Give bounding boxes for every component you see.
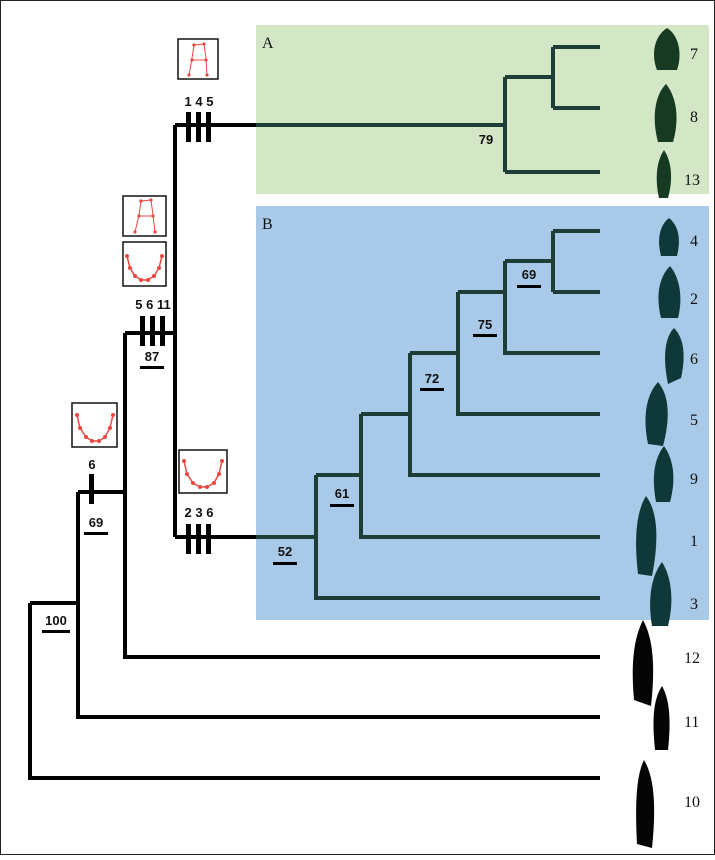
point-silhouette-11 bbox=[653, 686, 670, 750]
silhouettes bbox=[632, 28, 684, 848]
char-label-6: 6 bbox=[88, 457, 95, 472]
branch-9 bbox=[408, 353, 600, 477]
support-underline bbox=[140, 366, 164, 369]
hash-mark bbox=[140, 316, 145, 346]
support-100: 100 bbox=[45, 613, 67, 628]
taxon-label-7: 7 bbox=[690, 46, 698, 63]
support-underline bbox=[473, 334, 497, 337]
support-underline bbox=[330, 504, 354, 507]
branch-1 bbox=[359, 414, 600, 539]
inset-landmark-outline-1 bbox=[177, 38, 219, 80]
hash-mark bbox=[186, 112, 191, 142]
point-silhouette-3 bbox=[650, 562, 672, 626]
support-75: 75 bbox=[478, 317, 492, 332]
support-69-inner: 69 bbox=[522, 267, 536, 282]
taxon-label-6: 6 bbox=[690, 351, 698, 368]
char-label-236: 2 3 6 bbox=[185, 505, 214, 520]
taxon-label-9: 9 bbox=[690, 471, 698, 488]
taxon-label-11: 11 bbox=[684, 714, 699, 731]
point-silhouette-10 bbox=[636, 760, 655, 848]
branch-3 bbox=[314, 475, 600, 600]
point-silhouette-1 bbox=[636, 496, 657, 576]
support-79: 79 bbox=[479, 132, 493, 147]
taxon-label-4: 4 bbox=[690, 233, 698, 250]
point-silhouette-5 bbox=[645, 382, 668, 446]
character-hashes bbox=[89, 112, 211, 554]
point-silhouette-7 bbox=[654, 28, 680, 70]
support-52: 52 bbox=[278, 544, 292, 559]
taxon-label-5: 5 bbox=[690, 412, 698, 429]
taxon-label-13: 13 bbox=[684, 172, 700, 189]
branch-12 bbox=[123, 333, 600, 659]
support-61: 61 bbox=[335, 486, 349, 501]
inset-u-curve-plot-2 bbox=[71, 402, 118, 448]
hash-mark bbox=[206, 112, 211, 142]
point-silhouette-8 bbox=[654, 84, 677, 142]
clade-branches bbox=[256, 45, 600, 600]
support-69-outer: 69 bbox=[89, 515, 103, 530]
hash-mark bbox=[196, 112, 201, 142]
clade-a-label: A bbox=[262, 35, 274, 52]
support-underline bbox=[420, 388, 444, 391]
point-silhouette-6 bbox=[665, 328, 684, 384]
branch-10 bbox=[28, 603, 600, 780]
point-silhouette-2 bbox=[658, 266, 681, 318]
taxon-label-10: 10 bbox=[684, 794, 700, 811]
taxon-label-12: 12 bbox=[684, 650, 700, 667]
taxon-label-3: 3 bbox=[690, 596, 698, 613]
hash-mark bbox=[89, 474, 94, 504]
point-silhouette-4 bbox=[659, 218, 679, 256]
support-underline bbox=[84, 532, 108, 535]
taxon-label-1: 1 bbox=[690, 533, 698, 550]
support-underline bbox=[517, 285, 541, 288]
branch-11 bbox=[76, 492, 600, 719]
clade-b-label: B bbox=[262, 216, 273, 233]
hash-mark bbox=[206, 524, 211, 554]
support-72: 72 bbox=[425, 371, 439, 386]
inset-u-curve-plot-3 bbox=[178, 449, 228, 494]
support-87: 87 bbox=[145, 349, 159, 364]
point-silhouette-12 bbox=[632, 620, 654, 706]
branch-6 bbox=[503, 261, 600, 355]
support-underlines bbox=[42, 285, 541, 633]
hash-mark bbox=[186, 524, 191, 554]
char-label-145: 1 4 5 bbox=[185, 94, 214, 109]
char-label-5611: 5 6 11 bbox=[135, 297, 170, 312]
hash-mark bbox=[160, 316, 165, 346]
taxon-label-2: 2 bbox=[690, 291, 698, 308]
branch-5 bbox=[456, 292, 600, 416]
point-silhouette-13 bbox=[656, 150, 672, 198]
inset-u-curve-plot-1 bbox=[122, 241, 167, 287]
support-underline bbox=[273, 562, 297, 565]
clade-a-box bbox=[256, 25, 709, 194]
inset-landmark-outline-2 bbox=[122, 195, 167, 237]
hash-mark bbox=[150, 316, 155, 346]
hash-mark bbox=[196, 524, 201, 554]
taxon-label-8: 8 bbox=[690, 109, 698, 126]
point-silhouette-9 bbox=[653, 446, 674, 502]
support-underline bbox=[42, 630, 70, 633]
